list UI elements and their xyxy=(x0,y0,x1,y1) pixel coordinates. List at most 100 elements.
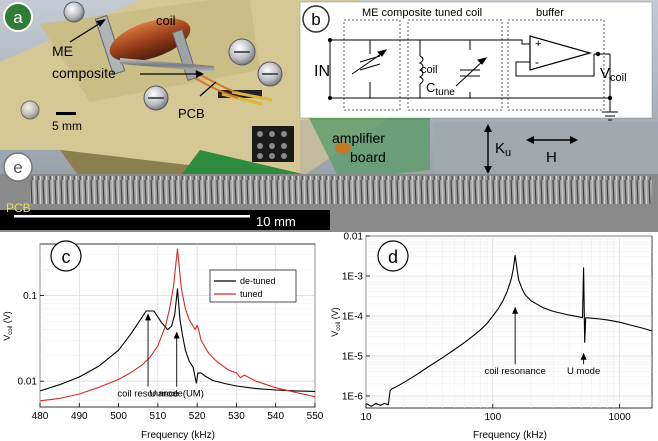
block-me-composite xyxy=(343,19,401,111)
vcoil-label: Vcoil xyxy=(600,65,627,84)
y-tick-label: 1E-5 xyxy=(342,351,364,362)
circuit-wires xyxy=(329,39,618,121)
ctune-main: C xyxy=(426,80,435,95)
annotation-label: U mode xyxy=(567,366,600,377)
chart-d-ylabel-unit: (V) xyxy=(330,307,340,322)
series-line-vcoil xyxy=(366,254,652,407)
coil-symbol-label: coil xyxy=(421,64,438,76)
ku-sub: u xyxy=(505,147,511,159)
y-tick-label: 0.01 xyxy=(344,232,364,243)
me-label: ME xyxy=(52,43,73,59)
x-tick-label: 530 xyxy=(228,411,245,422)
panel-label-a: a xyxy=(13,8,23,27)
me-composite-strip xyxy=(120,58,214,72)
x-tick-label: 500 xyxy=(110,411,127,422)
chart-c-ylabel-unit: (V) xyxy=(2,311,12,326)
annotation-label: coil resonance xyxy=(485,366,546,377)
chart-c-ylabel-sub: coil xyxy=(8,326,14,335)
chart-c-series xyxy=(40,248,315,402)
chart-d-series xyxy=(366,254,652,407)
annotation-arrow-head xyxy=(512,306,519,314)
arrow-me-composite xyxy=(69,21,103,43)
chart-d-xlabel: Frequency (kHz) xyxy=(473,430,547,441)
scale-bar-10mm xyxy=(14,215,250,218)
chart-d-xticks: 10 100 1000 xyxy=(360,404,631,423)
x-tick-label: 540 xyxy=(267,411,284,422)
annotation-label: U mode(UM) xyxy=(150,389,204,400)
annotation-label: coil resonance xyxy=(117,389,178,400)
legend-label-detuned: de-tuned xyxy=(240,276,276,286)
connector-pins xyxy=(257,131,287,159)
panel-label-d: d xyxy=(388,247,398,267)
composite-label: composite xyxy=(52,65,116,81)
chart-c-ylabel: Vcoil (V) xyxy=(2,311,14,341)
panel-label-b-circle xyxy=(302,5,330,33)
panel-label-c-circle xyxy=(50,240,82,272)
x-tick-label: 480 xyxy=(32,411,49,422)
panel-label-c: c xyxy=(62,247,71,267)
ctune-symbol xyxy=(455,57,488,87)
vcoil-sub: coil xyxy=(610,72,627,84)
inductor-symbol xyxy=(419,55,424,85)
series-line-de-tuned xyxy=(40,288,315,392)
input-label: IN xyxy=(314,63,330,80)
panel-label-a-circle xyxy=(3,2,33,32)
node-dot xyxy=(595,51,601,57)
x-tick-label: 520 xyxy=(189,411,206,422)
amplifier-area xyxy=(300,120,430,180)
block-buffer xyxy=(507,19,605,111)
annotation-arrow-head xyxy=(580,352,587,360)
ku-arrow-head-down xyxy=(484,166,492,174)
h-arrow-head-right xyxy=(570,136,578,144)
arrow-me-composite-head xyxy=(96,19,106,27)
y-tick-label: 1E-6 xyxy=(342,391,364,402)
domain-strip xyxy=(30,176,652,204)
annotation-arrow-head xyxy=(173,331,180,339)
x-tick-label: 1000 xyxy=(609,412,632,423)
vcoil-main: V xyxy=(600,65,610,82)
chart-d-ylabel: Vcoil (V) xyxy=(330,307,342,337)
pcb-e-label: PCB xyxy=(6,201,31,215)
scale-label-5mm: 5 mm xyxy=(52,119,82,133)
overlay-labels: amplifier board Ku H xyxy=(332,122,658,174)
scale-bar-5mm xyxy=(56,112,76,115)
node-dot xyxy=(607,95,613,101)
legend-box xyxy=(209,269,297,303)
y-tick-label: 0.1 xyxy=(23,291,37,302)
x-tick-label: 510 xyxy=(150,411,167,422)
legend-label-tuned: tuned xyxy=(240,289,263,299)
panel-label-e-circle xyxy=(3,152,33,182)
arrow-composite-head xyxy=(196,70,204,78)
me-capacitor-symbol xyxy=(351,49,388,75)
panel-label-e: e xyxy=(13,158,22,177)
x-tick-label: 10 xyxy=(360,412,372,423)
board-label: board xyxy=(350,149,386,165)
chart-c-yticks: 0.010.1 xyxy=(18,291,44,388)
chart-d-yticks: 1E-6 1E-5 1E-4 1E-3 0.01 xyxy=(342,232,370,402)
chart-c-ylabel-main: V xyxy=(2,335,12,341)
ku-arrow-head-up xyxy=(484,124,492,132)
chart-d: 10 100 1000 1E-6 1E-5 1E-4 1E-3 0.01 coil reso… xyxy=(330,232,658,441)
chart-c-background xyxy=(0,232,330,441)
coil-label: coil xyxy=(156,13,176,28)
y-tick-label: 1E-4 xyxy=(342,311,364,322)
header-pins xyxy=(218,90,273,106)
panel-e: 10 mm PCB e xyxy=(0,152,658,232)
screws xyxy=(20,1,283,120)
node-dot xyxy=(328,96,332,100)
opamp-plus: + xyxy=(535,38,541,50)
chart-d-ylabel-sub: coil xyxy=(336,322,342,331)
chart-d-background xyxy=(330,232,658,441)
annotation-arrow-head xyxy=(145,313,152,321)
scale-label-10mm: 10 mm xyxy=(256,214,296,229)
x-tick-label: 100 xyxy=(484,412,501,423)
ctune-sub: tune xyxy=(435,87,455,98)
capacitor xyxy=(335,142,351,154)
y-tick-label: 1E-3 xyxy=(342,271,364,282)
h-arrow-head-left xyxy=(526,136,534,144)
ku-background xyxy=(434,122,658,174)
